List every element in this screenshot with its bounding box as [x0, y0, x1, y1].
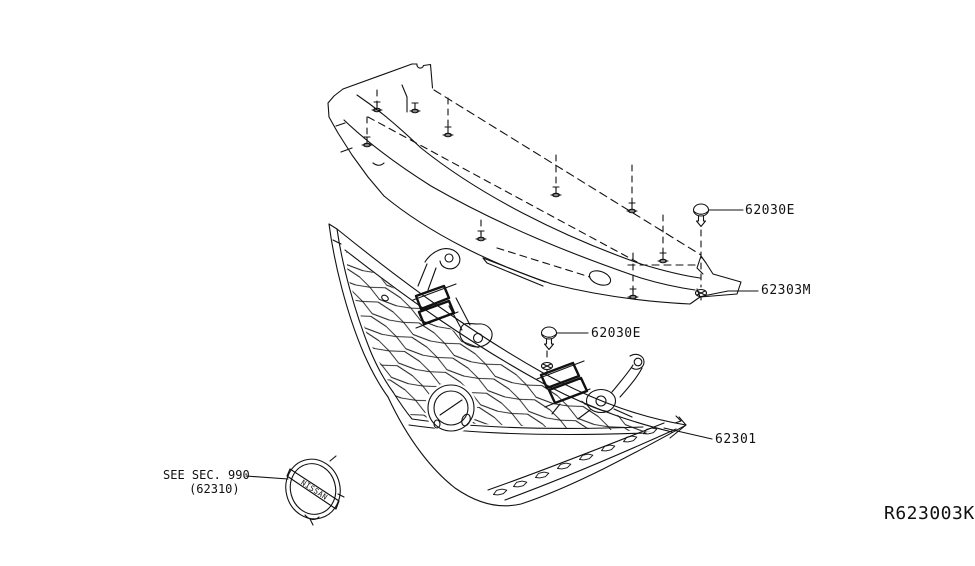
grille-mesh-pattern [346, 252, 655, 432]
grille-bracket-left [413, 249, 492, 347]
grille-lower-slot-strip [488, 423, 676, 500]
clip-fastener-icon [550, 186, 562, 198]
pushpin-clip-top-icon [692, 203, 710, 228]
clip-fastener-icons [361, 101, 669, 300]
clip-fastener-icon [475, 230, 487, 242]
clip-fastener-icon [627, 288, 639, 300]
leader-lines [246, 210, 758, 479]
callout-sight-shield[interactable]: 62303M [761, 283, 811, 298]
emblem-mount-drawing [425, 382, 477, 434]
clip-fastener-icon [442, 126, 454, 138]
clip-fastener-icon [409, 102, 421, 114]
emblem-drawing: NISSAN [279, 453, 347, 525]
emblem-ref-line1: SEE SEC. 990 [163, 468, 250, 482]
emblem-logo-text: NISSAN [299, 478, 329, 502]
callout-clip-top[interactable]: 62030E [745, 203, 795, 218]
emblem-ref-line2: (62310) [189, 482, 240, 496]
fastener-alignment-lines [367, 90, 701, 361]
pushpin-clip-mid-icon [540, 326, 558, 351]
clip-fastener-icon [657, 252, 669, 264]
callout-clip-mid[interactable]: 62030E [591, 326, 641, 341]
grille-drawing [329, 224, 686, 506]
clip-fastener-icon [361, 136, 373, 148]
callout-emblem-ref[interactable]: SEE SEC. 990 (62310) [163, 468, 250, 496]
sight-shield-drawing [328, 64, 741, 374]
grille-bracket-right [537, 354, 644, 419]
drawing-code: R623003K [884, 503, 975, 524]
clip-fastener-icon [626, 202, 638, 214]
callout-grille[interactable]: 62301 [715, 432, 757, 447]
